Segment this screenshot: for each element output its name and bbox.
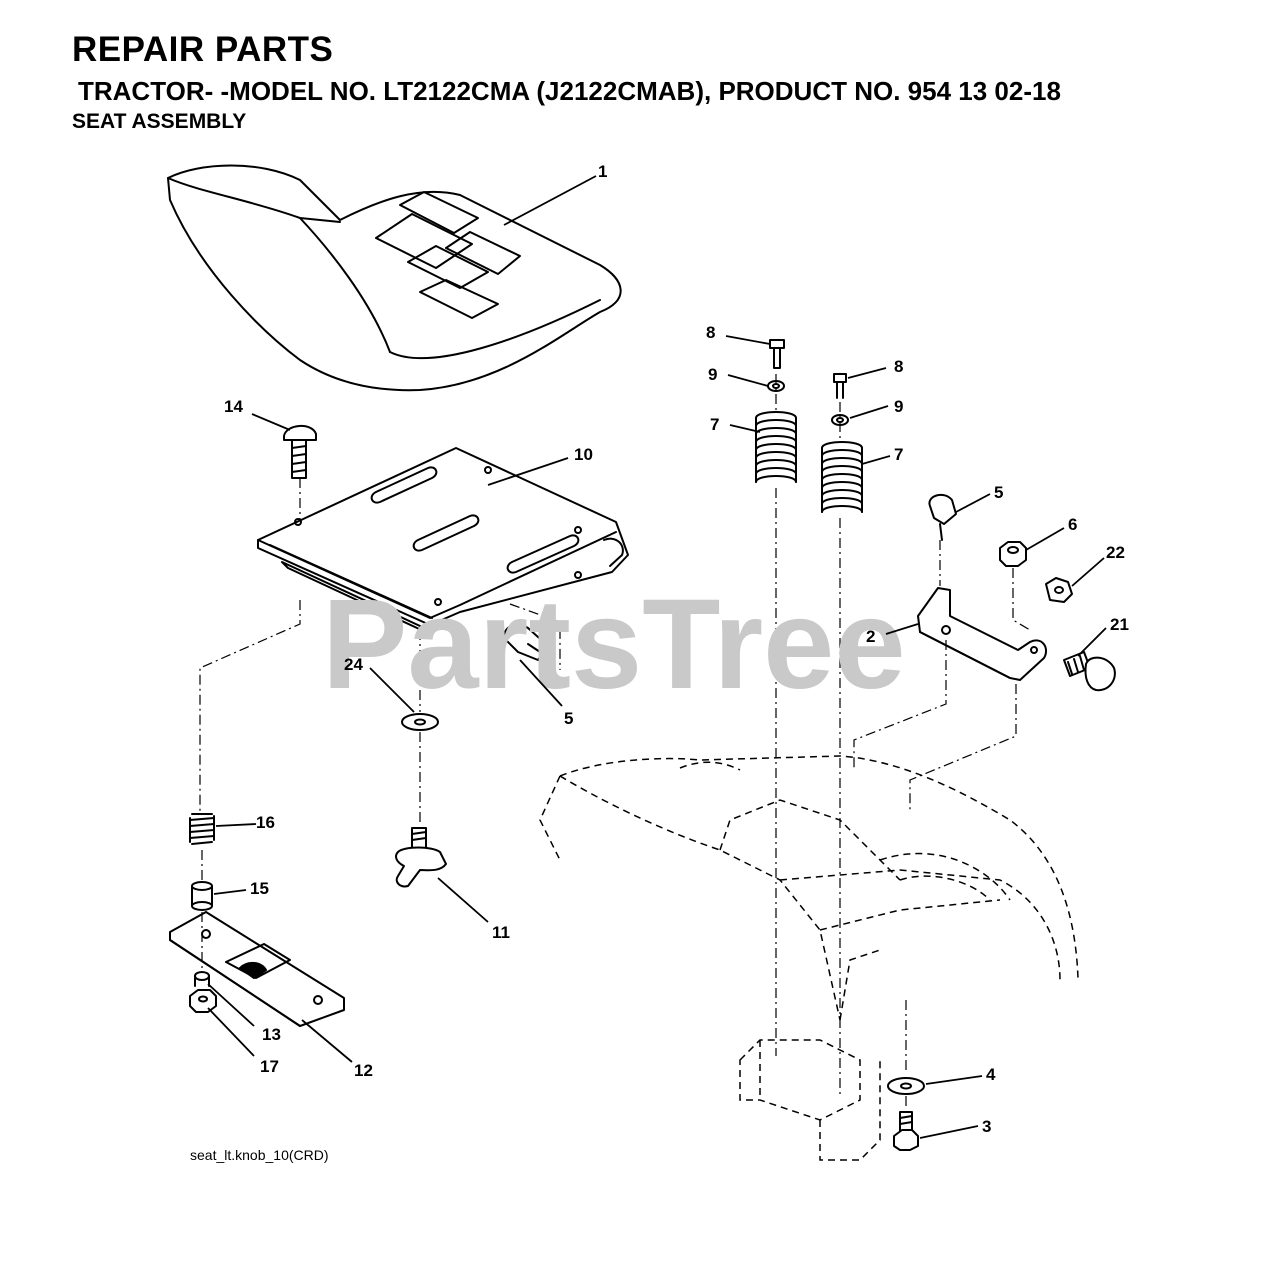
- callout-8-right: 8: [894, 357, 903, 376]
- page-title: REPAIR PARTS: [72, 30, 334, 69]
- callout-13: 13: [262, 1025, 281, 1044]
- seat-pan-part: [257, 447, 629, 635]
- spring-part-7-right: [821, 441, 863, 513]
- callout-9-left: 9: [708, 365, 717, 384]
- callout-15: 15: [250, 879, 269, 898]
- bolt-part-3: [893, 1111, 919, 1151]
- callout-2: 2: [866, 627, 875, 646]
- leader-lines: [207, 175, 1107, 1139]
- mount-plate-part: [169, 911, 345, 1027]
- bolt-part-8-left: [769, 339, 785, 369]
- bolt-part-8-right: [833, 373, 847, 399]
- fender-reference-dashed: [539, 755, 1079, 1161]
- seat-part: [167, 164, 622, 392]
- diagram-file-reference: seat_lt.knob_10(CRD): [190, 1147, 329, 1163]
- callout-7-left: 7: [710, 415, 719, 434]
- knob-part: [395, 827, 447, 888]
- bracket-part-2: [917, 587, 1048, 681]
- spacer-part-15: [191, 881, 213, 911]
- washer-part-13: [194, 971, 210, 987]
- callout-16: 16: [256, 813, 275, 832]
- callout-3: 3: [982, 1117, 991, 1136]
- section-title: SEAT ASSEMBLY: [72, 110, 247, 133]
- nut-part-17: [189, 989, 217, 1013]
- callout-6: 6: [1068, 515, 1077, 534]
- callout-14: 14: [224, 397, 243, 416]
- spring-part-16: [189, 813, 215, 845]
- callout-10: 10: [574, 445, 593, 464]
- model-subtitle: TRACTOR- -MODEL NO. LT2122CMA (J2122CMAB…: [78, 76, 1061, 106]
- callout-12: 12: [354, 1061, 373, 1080]
- clip-part-left: [503, 623, 549, 661]
- watermark-text: PartsTree: [322, 573, 906, 716]
- callout-17: 17: [260, 1057, 279, 1076]
- callout-11: 11: [492, 923, 510, 942]
- callout-24: 24: [344, 655, 363, 674]
- spring-part-7-left: [755, 411, 797, 483]
- nut-part-22: [1045, 577, 1073, 603]
- callout-1: 1: [598, 162, 607, 181]
- carriage-bolt-part: [283, 425, 317, 479]
- callout-4: 4: [986, 1065, 996, 1084]
- callout-21: 21: [1110, 615, 1129, 634]
- callout-labels: 1 10 14 24 5 16 15 11 12 13 17 8 9 7 8 9…: [224, 162, 1129, 1136]
- callout-5-left: 5: [564, 709, 573, 728]
- callout-5-right: 5: [994, 483, 1003, 502]
- callout-22: 22: [1106, 543, 1125, 562]
- callout-9-right: 9: [894, 397, 903, 416]
- washer-part-24: [401, 713, 439, 731]
- alignment-lines: [199, 374, 1031, 1110]
- shoulder-bolt-part: [1063, 651, 1116, 692]
- nut-part-6: [999, 541, 1027, 567]
- callout-7-right: 7: [894, 445, 903, 464]
- callout-8-left: 8: [706, 323, 715, 342]
- washer-part-4: [887, 1077, 925, 1095]
- clip-part-right: [928, 493, 957, 541]
